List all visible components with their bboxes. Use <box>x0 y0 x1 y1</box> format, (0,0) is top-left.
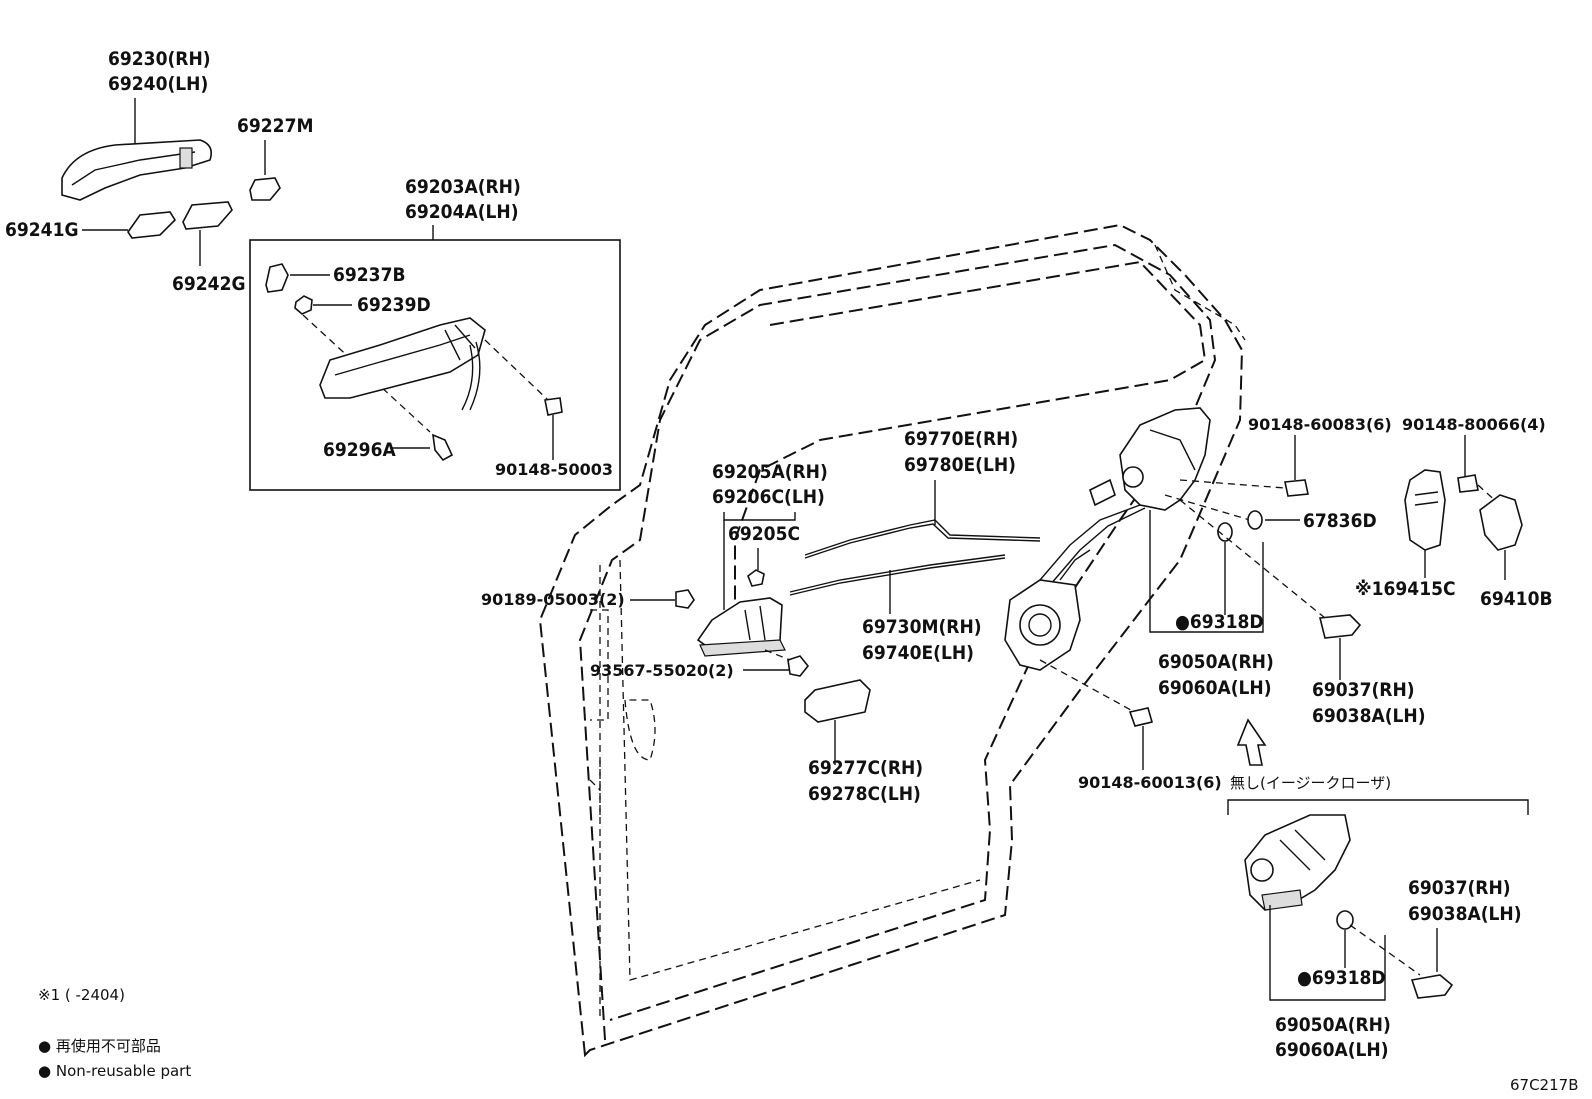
striker-69037-2 <box>1410 974 1454 999</box>
door-handle-frame <box>319 317 486 399</box>
label-69206c: 69206C(LH) <box>712 486 825 508</box>
label-69730m: 69730M(RH) <box>862 616 982 638</box>
handle-pad-front <box>127 211 177 239</box>
label-69278c: 69278C(LH) <box>808 783 921 805</box>
label-69239d: 69239D <box>357 294 431 316</box>
inside-handle-assembly: 69205A(RH) 69206C(LH) 69205C 90189-05003… <box>481 461 923 805</box>
seal-69318d-2 <box>1336 910 1354 930</box>
direction-arrow <box>1236 718 1267 766</box>
label-90148-80066: 90148-80066(4) <box>1402 415 1546 434</box>
inside-handle-clip-93567 <box>787 655 810 677</box>
label-69415c: ※169415C <box>1355 578 1456 600</box>
label-69237b: 69237B <box>333 264 406 286</box>
inside-handle-clip <box>747 569 765 587</box>
label-69060a-2: 69060A(LH) <box>1275 1039 1389 1061</box>
striker-cover <box>1404 469 1446 551</box>
label-69780e: 69780E(LH) <box>904 454 1016 476</box>
open-cable <box>789 554 1006 593</box>
legend-en: ● Non-reusable part <box>38 1062 191 1080</box>
footnote-1: ※1 ( -2404) <box>38 986 125 1004</box>
inside-handle-screw <box>675 589 695 609</box>
label-69296a: 69296A <box>323 439 396 461</box>
label-69060a-1: 69060A(LH) <box>1158 677 1272 699</box>
door-lock <box>1119 407 1211 511</box>
bolt-90148-60013 <box>1128 707 1153 727</box>
handle-frame-box: 69203A(RH) 69204A(LH) 69237B 69239D 9014… <box>249 176 621 491</box>
grommet-67836d <box>1247 510 1263 530</box>
striker-69410b <box>1479 494 1523 551</box>
striker-assembly: 90148-80066(4) ※169415C 69410B <box>1355 415 1553 610</box>
label-69410b: 69410B <box>1480 588 1553 610</box>
label-69740e: 69740E(LH) <box>862 642 974 664</box>
label-69050a-1: 69050A(RH) <box>1158 651 1274 673</box>
label-69230: 69230(RH) <box>108 48 211 70</box>
label-69203a: 69203A(RH) <box>405 176 521 198</box>
door-lock-assembly: 90148-60083(6) 67836D ●69318D 69050A(RH)… <box>1004 407 1426 792</box>
label-69770e: 69770E(RH) <box>904 428 1018 450</box>
seal-69318d-1 <box>1217 522 1233 542</box>
easy-closer-variant: 無し(イージークローザ) ●69318D 69050A(RH) 69060A(L… <box>1227 774 1529 1061</box>
label-easy-closer: 無し(イージークローザ) <box>1230 774 1391 792</box>
label-69037-1: 69037(RH) <box>1312 679 1415 701</box>
label-69038a-2: 69038A(LH) <box>1408 903 1522 925</box>
label-69038a-1: 69038A(LH) <box>1312 705 1426 727</box>
handle-pad-rear <box>182 201 233 230</box>
notes-legend: ※1 ( -2404) ● 再使用不可部品 ● Non-reusable par… <box>38 986 1578 1094</box>
label-69227m: 69227M <box>237 115 313 137</box>
label-69205a: 69205A(RH) <box>712 461 828 483</box>
label-67836d: 67836D <box>1303 510 1377 532</box>
handle-cap <box>249 177 281 201</box>
striker-69037-1 <box>1318 614 1362 639</box>
label-69242g: 69242G <box>172 273 246 295</box>
outside-handle-assembly: 69230(RH) 69240(LH) 69227M 69241G 69242G <box>5 48 313 295</box>
cables-assembly: 69770E(RH) 69780E(LH) 69730M(RH) 69740E(… <box>789 428 1041 664</box>
label-69277c: 69277C(RH) <box>808 757 923 779</box>
label-69204a: 69204A(LH) <box>405 201 519 223</box>
label-69318d-1: ●69318D <box>1175 611 1264 633</box>
door-outline <box>538 223 1246 1058</box>
label-69241g: 69241G <box>5 219 79 241</box>
screw-69296a <box>432 433 454 462</box>
lock-rod-connector <box>1089 478 1116 507</box>
frame-clip <box>294 295 313 315</box>
bolt-90148-60083 <box>1284 479 1309 497</box>
lock-cable <box>804 519 1041 556</box>
label-90148-60013: 90148-60013(6) <box>1078 773 1222 792</box>
bolt-90148-80066 <box>1457 474 1479 493</box>
label-69318d-2: ●69318D <box>1297 967 1386 989</box>
label-69205c: 69205C <box>728 523 800 545</box>
frame-bolt-90148 <box>544 397 563 416</box>
label-90189-05003: 90189-05003(2) <box>481 590 625 609</box>
label-90148-60083: 90148-60083(6) <box>1248 415 1392 434</box>
frame-cap <box>265 263 289 293</box>
door-lock-no-closer <box>1244 814 1351 911</box>
label-90148-50003: 90148-50003 <box>495 460 613 479</box>
label-69037-2: 69037(RH) <box>1408 877 1511 899</box>
label-69050a-2: 69050A(RH) <box>1275 1014 1391 1036</box>
legend-jp: ● 再使用不可部品 <box>38 1037 161 1055</box>
label-69240: 69240(LH) <box>108 73 208 95</box>
label-93567-55020: 93567-55020(2) <box>590 661 734 680</box>
diagram-code: 67C217B <box>1510 1076 1578 1094</box>
inside-handle-cover <box>804 679 871 723</box>
